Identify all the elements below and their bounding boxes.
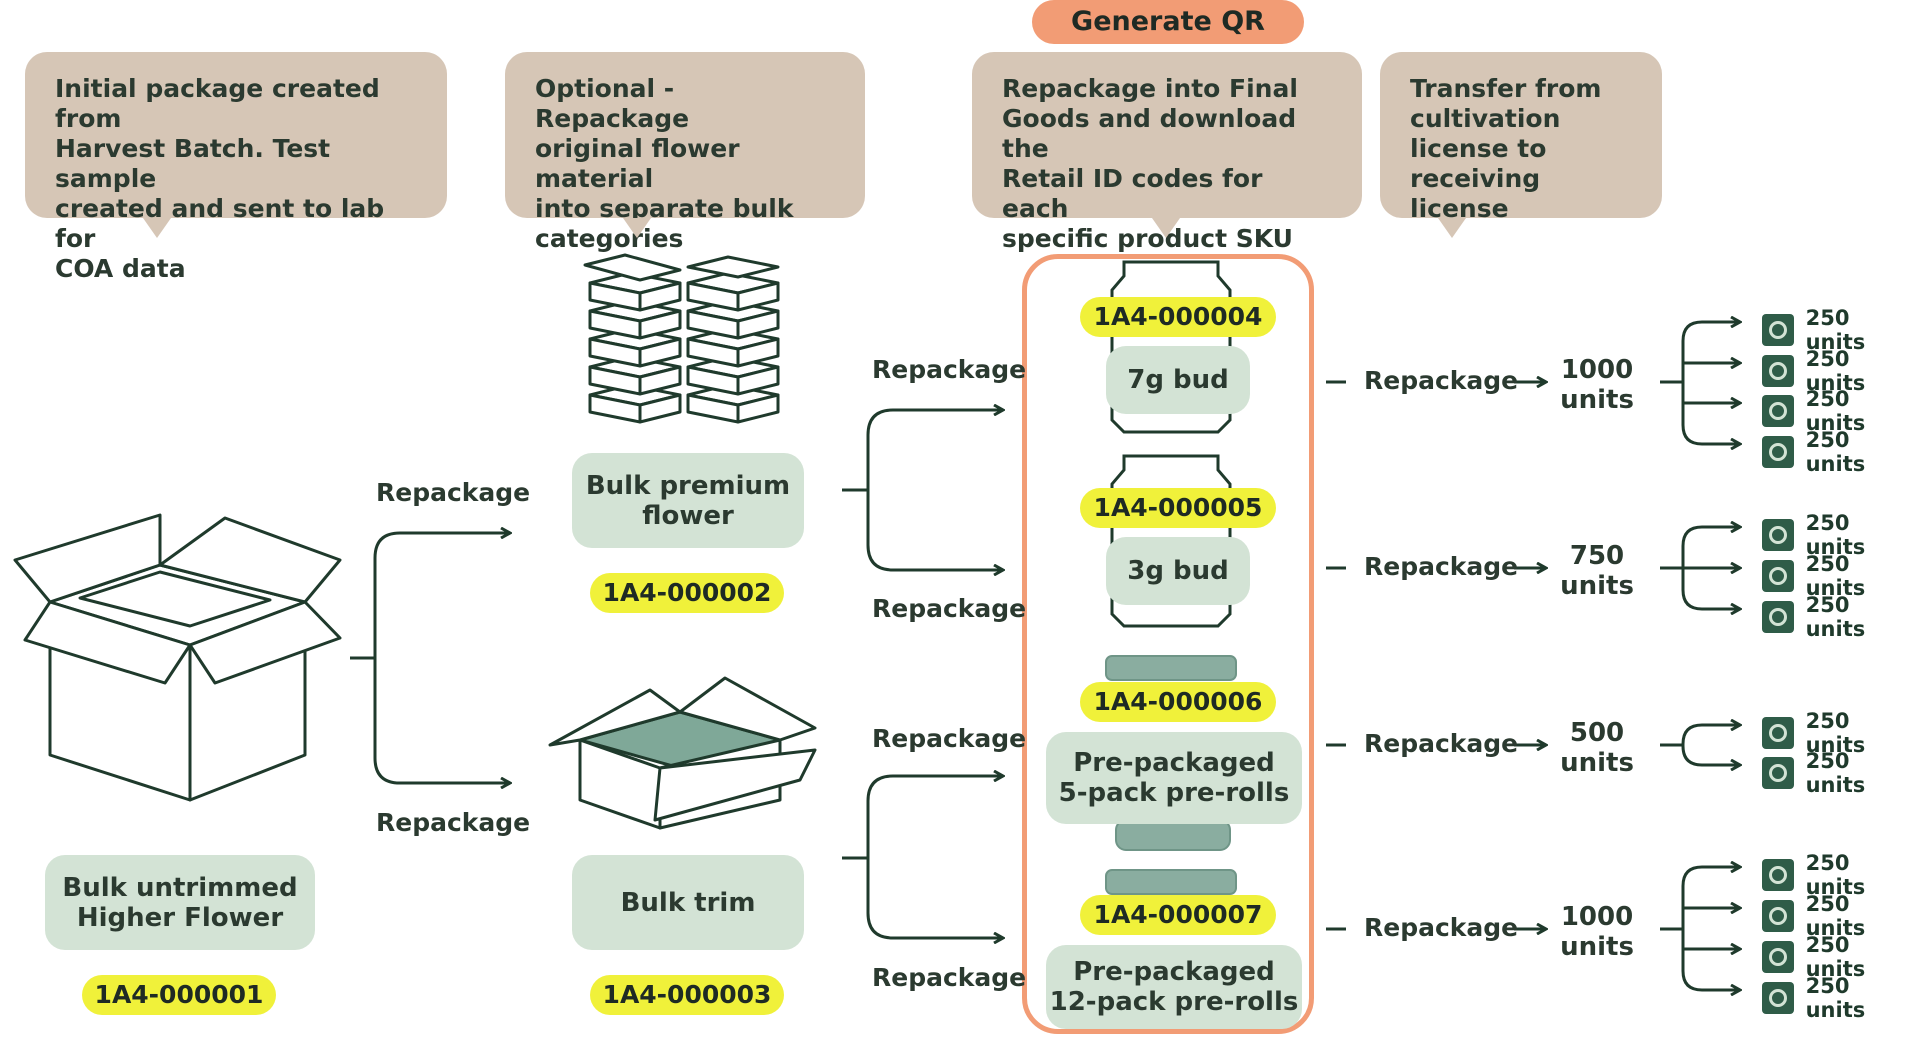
unit-batch-label: 250 units <box>1805 387 1866 435</box>
stacked-boxes-icon <box>583 253 780 424</box>
bulk-trim-box: Bulk trim <box>572 855 804 950</box>
final-good-12-pack-pre-rolls: Pre-packaged 12-pack pre-rolls <box>1046 945 1302 1029</box>
unit-total: 1000 units <box>1560 902 1634 962</box>
qr-code-icon <box>1762 859 1794 891</box>
final-good-7g-bud: 7g bud <box>1106 346 1250 414</box>
unit-batch-label: 250 units <box>1805 428 1866 476</box>
unit-total: 750 units <box>1560 541 1634 601</box>
unit-batch: 250 units <box>1762 593 1915 641</box>
package-tag-5: 1A4-000005 <box>1080 488 1276 528</box>
unit-batch-label: 250 units <box>1805 347 1866 395</box>
edge-label-repackage: Repackage <box>1364 366 1519 395</box>
unit-total: 500 units <box>1560 718 1634 778</box>
unit-batch: 250 units <box>1762 974 1915 1022</box>
unit-batch: 250 units <box>1762 428 1915 476</box>
unit-batch: 250 units <box>1762 709 1915 757</box>
unit-batch-label: 250 units <box>1805 709 1866 757</box>
edge-label-repackage: Repackage <box>872 594 1027 623</box>
qr-code-icon <box>1762 395 1794 427</box>
qr-code-icon <box>1762 436 1794 468</box>
open-box-icon <box>13 513 342 802</box>
edge-label-repackage: Repackage <box>376 808 531 837</box>
edge-label-repackage: Repackage <box>376 478 531 507</box>
unit-batch: 250 units <box>1762 552 1915 600</box>
unit-batch: 250 units <box>1762 347 1915 395</box>
edge-label-repackage: Repackage <box>872 355 1027 384</box>
qr-code-icon <box>1762 900 1794 932</box>
bulk-untrimmed-flower-box: Bulk untrimmed Higher Flower <box>45 855 315 950</box>
unit-batch: 250 units <box>1762 749 1915 797</box>
trim-box-icon <box>548 676 817 830</box>
unit-batch: 250 units <box>1762 892 1915 940</box>
callout-optional-repackage: Optional - Repackage original flower mat… <box>505 52 865 253</box>
unit-batch-label: 250 units <box>1805 851 1866 899</box>
unit-batch-label: 250 units <box>1805 306 1866 354</box>
unit-batch-label: 250 units <box>1805 552 1866 600</box>
unit-total: 1000 units <box>1560 355 1634 415</box>
unit-batch-label: 250 units <box>1805 593 1866 641</box>
edge-label-repackage: Repackage <box>872 963 1027 992</box>
unit-batch-label: 250 units <box>1805 974 1866 1022</box>
generate-qr-code-label: Generate QR code <box>1032 0 1304 81</box>
package-tag-3: 1A4-000003 <box>590 975 784 1015</box>
unit-batch: 250 units <box>1762 306 1915 354</box>
package-tag-2: 1A4-000002 <box>590 573 784 613</box>
qr-code-icon <box>1762 355 1794 387</box>
qr-code-icon <box>1762 560 1794 592</box>
edge-label-repackage: Repackage <box>1364 913 1519 942</box>
pre-roll-tin-icons <box>1105 655 1237 895</box>
final-good-3g-bud: 3g bud <box>1106 537 1250 605</box>
package-tag-1: 1A4-000001 <box>82 975 276 1015</box>
unit-batch: 250 units <box>1762 511 1915 559</box>
package-tag-7: 1A4-000007 <box>1080 895 1276 935</box>
package-tag-6: 1A4-000006 <box>1080 682 1276 722</box>
edge-label-repackage: Repackage <box>1364 729 1519 758</box>
bulk-premium-flower-box: Bulk premium flower <box>572 453 804 548</box>
edge-label-repackage: Repackage <box>1364 552 1519 581</box>
qr-code-icon <box>1762 519 1794 551</box>
final-good-5-pack-pre-rolls: Pre-packaged 5-pack pre-rolls <box>1046 732 1302 824</box>
callout-final-goods: Repackage into Final Goods and download … <box>972 52 1362 253</box>
package-tag-4: 1A4-000004 <box>1080 297 1276 337</box>
callout-initial-package: Initial package created from Harvest Bat… <box>25 52 447 283</box>
unit-batch-label: 250 units <box>1805 749 1866 797</box>
qr-code-icon <box>1762 601 1794 633</box>
qr-code-icon <box>1762 314 1794 346</box>
unit-batch: 250 units <box>1762 387 1915 435</box>
qr-code-icon <box>1762 982 1794 1014</box>
unit-batch-label: 250 units <box>1805 511 1866 559</box>
qr-code-icon <box>1762 941 1794 973</box>
qr-code-icon <box>1762 717 1794 749</box>
qr-code-icon <box>1762 757 1794 789</box>
edge-label-repackage: Repackage <box>872 724 1027 753</box>
unit-batch-label: 250 units <box>1805 892 1866 940</box>
final-goods-frame <box>1022 254 1314 1034</box>
unit-batch: 250 units <box>1762 851 1915 899</box>
unit-batch-label: 250 units <box>1805 933 1866 981</box>
unit-batch: 250 units <box>1762 933 1915 981</box>
callout-transfer: Transfer from cultivation license to rec… <box>1380 52 1662 238</box>
